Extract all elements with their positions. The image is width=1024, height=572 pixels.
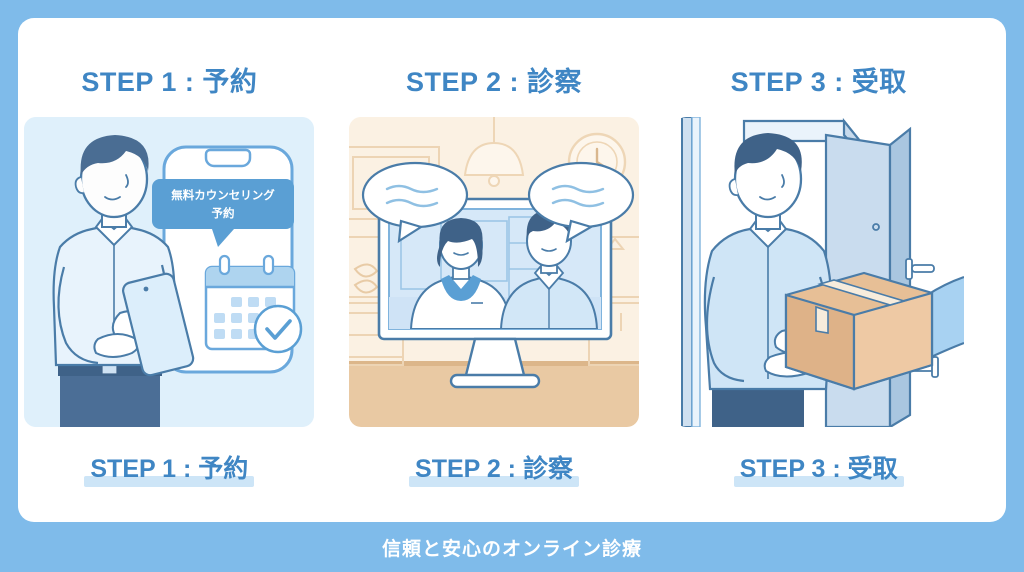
consultation-illustration [349,117,639,427]
monitor-graphic [377,197,613,389]
background-plant [353,263,379,294]
check-circle-icon [254,304,303,354]
step-column-3: STEP 3 : 受取 [667,12,970,492]
speech-bubble-right [527,161,635,244]
step-column-1: STEP 1 : 予約 [18,12,321,492]
step-1-caption: STEP 1 : 予約 [84,449,255,487]
bubble-line-2: 予約 [212,206,235,220]
step-3-caption: STEP 3 : 受取 [733,449,904,487]
booking-illustration: 無料カウンセリング 予約 [24,117,315,427]
held-phone-graphic [122,272,195,377]
step-1-title: STEP 1 : 予約 [81,67,258,97]
footer-text: 信頼と安心のオンライン診療 [381,538,642,560]
footer-banner: 信頼と安心のオンライン診療 [0,522,1024,572]
step-2-title: STEP 2 : 診察 [405,67,583,97]
step-column-2: STEP 2 : 診察 [343,12,646,492]
delivery-illustration [673,117,964,427]
speech-bubble-booking: 無料カウンセリング 予約 [152,179,295,247]
patient-figure [499,210,599,329]
door-handle-icon [904,258,935,280]
caption-highlight [84,476,255,487]
caption-highlight [409,476,579,487]
caption-highlight [733,476,904,487]
caption-text: STEP 2 : 診察 [415,455,573,483]
caption-text: STEP 1 : 予約 [90,455,249,483]
pendant-lamp-icon [463,117,525,187]
step-1-illustration: 無料カウンセリング 予約 [24,117,315,427]
step-3-illustration [673,117,964,427]
step-2-illustration [349,117,639,427]
doctor-figure [409,218,513,329]
step-3-title: STEP 3 : 受取 [730,67,907,97]
bubble-line-1: 無料カウンセリング [172,188,276,202]
step-2-caption: STEP 2 : 診察 [409,449,579,487]
cardboard-box-graphic [784,271,933,391]
speech-bubble-left [361,161,469,244]
steps-row: STEP 1 : 予約 [18,12,970,492]
caption-text: STEP 3 : 受取 [739,455,898,483]
